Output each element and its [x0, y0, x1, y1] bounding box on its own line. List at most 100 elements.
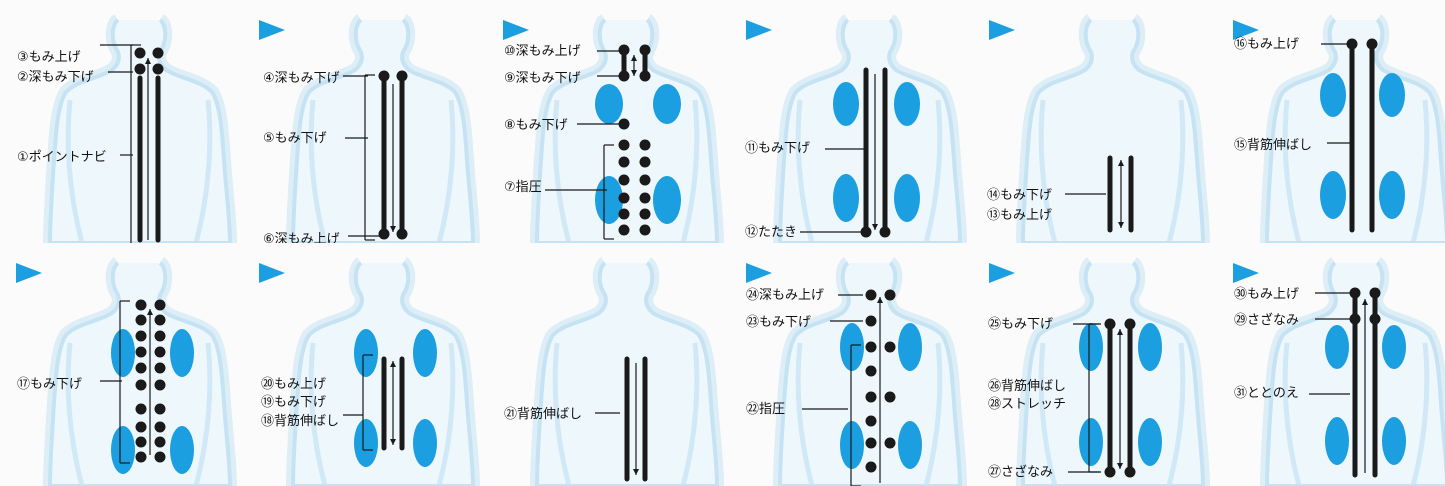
- step-label: ⑨深もみ下げ: [504, 71, 581, 86]
- pressure-point-dot: [155, 347, 166, 358]
- massage-area-spot: [898, 421, 922, 469]
- pressure-point-dot: [155, 452, 166, 463]
- pressure-point-dot: [885, 290, 896, 301]
- massage-area-spot: [595, 176, 623, 224]
- massage-area-spot: [354, 329, 378, 377]
- step-label: ㉒指圧: [746, 402, 785, 417]
- step-pointer-icon: [746, 20, 772, 40]
- massage-area-spot: [170, 426, 194, 474]
- pressure-point-dot: [136, 315, 147, 326]
- pressure-point-dot: [885, 438, 896, 449]
- pressure-point-dot: [136, 380, 147, 391]
- pressure-point-dot: [136, 404, 147, 415]
- step-label: ⑳もみ上げ: [261, 377, 326, 392]
- step-pointer-icon: [503, 20, 529, 40]
- pressure-point-dot: [155, 363, 166, 374]
- massage-area-spot: [653, 176, 681, 224]
- step-label: ⑩深もみ上げ: [504, 44, 581, 59]
- pressure-point-dot: [640, 209, 651, 220]
- pressure-point-dot: [619, 209, 630, 220]
- massage-area-spot: [111, 426, 135, 474]
- step-label: ⑲もみ下げ: [261, 395, 326, 410]
- step-label: ③もみ上げ: [17, 50, 81, 65]
- massage-area-spot: [894, 174, 920, 222]
- step-label: ㉕もみ下げ: [988, 317, 1053, 332]
- pressure-point-dot: [136, 347, 147, 358]
- panel-figure: [973, 0, 1213, 243]
- step-pointer-icon: [1233, 263, 1259, 283]
- step-label: ㉓もみ下げ: [746, 315, 811, 330]
- pressure-point-dot: [885, 392, 896, 403]
- pressure-point-dot: [155, 300, 166, 311]
- pressure-point-dot: [866, 342, 877, 353]
- massage-area-spot: [1379, 73, 1405, 117]
- massage-area-spot: [833, 82, 859, 126]
- pressure-point-dot: [397, 229, 408, 240]
- step-label: ⑰もみ下げ: [17, 377, 82, 392]
- panel-9: ㉑背筋伸ばし: [487, 243, 727, 486]
- panel-figure: [0, 0, 240, 243]
- massage-area-spot: [1382, 417, 1406, 465]
- pressure-point-dot: [155, 315, 166, 326]
- pressure-point-dot: [866, 290, 877, 301]
- pressure-point-dot: [155, 404, 166, 415]
- step-label: ⑦指圧: [504, 180, 542, 195]
- massage-area-spot: [595, 84, 623, 124]
- panel-figure: [0, 243, 240, 486]
- pressure-point-dot: [1350, 314, 1361, 325]
- pressure-point-dot: [135, 48, 146, 59]
- massage-area-spot: [1379, 171, 1405, 219]
- pressure-point-dot: [640, 157, 651, 168]
- massage-area-spot: [898, 323, 922, 371]
- massage-area-spot: [170, 329, 194, 377]
- pressure-point-dot: [136, 331, 147, 342]
- step-pointer-icon: [746, 263, 772, 283]
- pressure-point-dot: [866, 416, 877, 427]
- pressure-point-dot: [640, 71, 651, 82]
- massage-area-spot: [833, 174, 859, 222]
- step-label: ㉗さざなみ: [988, 465, 1053, 480]
- step-pointer-icon: [16, 263, 42, 283]
- step-label: ②深もみ下げ: [17, 70, 94, 85]
- massage-area-spot: [354, 419, 378, 467]
- panel-figure: [243, 0, 483, 243]
- massage-area-spot: [1138, 418, 1162, 466]
- step-label: ㉑背筋伸ばし: [504, 407, 582, 422]
- panel-11: ㉕もみ下げ㉖背筋伸ばし㉘ストレッチ㉗さざなみ: [973, 243, 1213, 486]
- massage-area-spot: [1138, 323, 1162, 371]
- step-pointer-icon: [989, 20, 1015, 40]
- massage-area-spot: [653, 84, 681, 124]
- panel-figure: [1217, 243, 1445, 486]
- pressure-point-dot: [619, 225, 630, 236]
- pressure-point-dot: [155, 380, 166, 391]
- step-label: ㉔深もみ上げ: [746, 288, 824, 303]
- pressure-point-dot: [136, 363, 147, 374]
- panel-figure: [730, 243, 970, 486]
- pressure-point-dot: [866, 316, 877, 327]
- pressure-point-dot: [640, 45, 651, 56]
- step-label: ⑥深もみ上げ: [263, 232, 340, 243]
- pressure-point-dot: [619, 175, 630, 186]
- pressure-point-dot: [640, 193, 651, 204]
- pressure-point-dot: [640, 175, 651, 186]
- pressure-point-dot: [1105, 467, 1116, 478]
- massage-area-spot: [894, 82, 920, 126]
- pressure-point-dot: [866, 366, 877, 377]
- step-label: ⑭もみ下げ: [987, 188, 1052, 203]
- pressure-point-dot: [153, 64, 164, 75]
- pressure-point-dot: [1367, 39, 1378, 50]
- step-pointer-icon: [259, 263, 285, 283]
- pressure-point-dot: [885, 342, 896, 353]
- pressure-point-dot: [866, 438, 877, 449]
- step-label: ㉙さざなみ: [1234, 313, 1299, 328]
- pressure-point-dot: [640, 225, 651, 236]
- pressure-point-dot: [861, 227, 872, 238]
- step-label: ㉘ストレッチ: [988, 397, 1066, 412]
- panel-8: ⑳もみ上げ⑲もみ下げ⑱背筋伸ばし: [243, 243, 483, 486]
- pressure-point-dot: [397, 71, 408, 82]
- panel-5: ⑭もみ下げ⑬もみ上げ: [973, 0, 1213, 243]
